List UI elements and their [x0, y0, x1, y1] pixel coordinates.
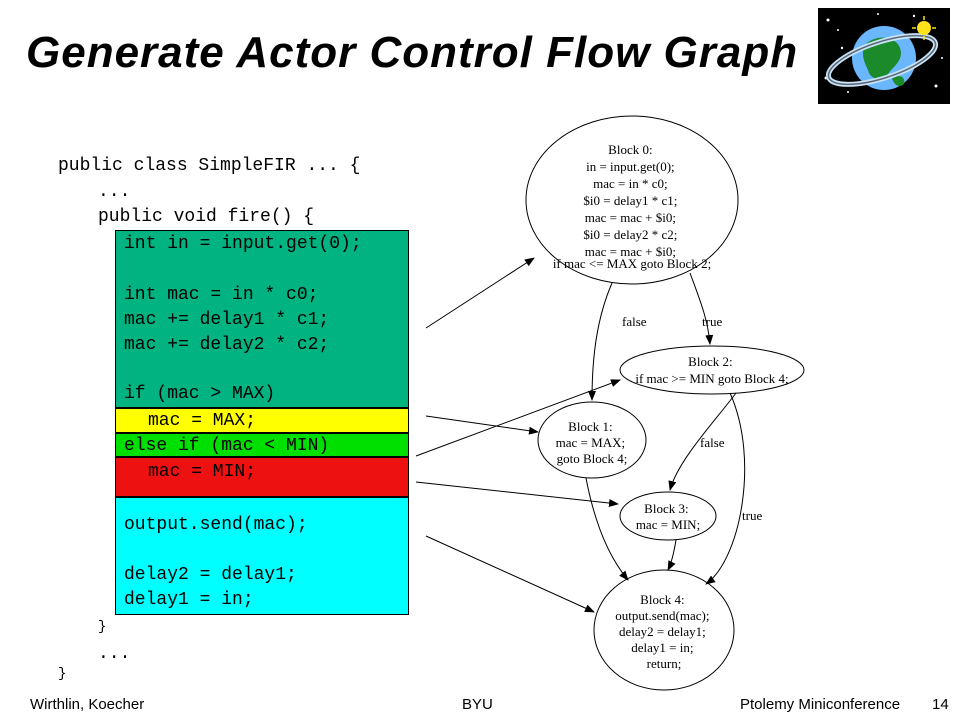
- code-line: delay1 = in;: [124, 590, 254, 610]
- block0-line: Block 0:: [608, 142, 652, 157]
- map-arrow-block3: [415, 481, 619, 508]
- block3-line: mac = MIN;: [636, 517, 700, 532]
- block0-line: if mac <= MAX goto Block 2;: [553, 256, 711, 271]
- code-line-class: public class SimpleFIR ... {: [58, 156, 361, 176]
- map-arrow-block2: [415, 379, 621, 457]
- block0-line: mac = mac + $i0;: [585, 244, 676, 259]
- code-line: delay2 = delay1;: [124, 565, 297, 585]
- block0-line: in = input.get(0);: [586, 159, 675, 174]
- code-block-cyan: output.send(mac); delay2 = delay1; delay…: [115, 497, 409, 615]
- block4-line: return;: [647, 656, 682, 671]
- block4-line: delay1 = in;: [631, 640, 693, 655]
- code-line: mac += delay2 * c2;: [124, 335, 330, 355]
- code-block-red: mac = MIN;: [115, 457, 409, 497]
- code-line: if (mac > MAX): [124, 384, 276, 404]
- map-arrow-block4: [425, 535, 595, 613]
- code-line: int in = input.get(0);: [124, 234, 362, 254]
- footer-event: Ptolemy Miniconference: [740, 696, 901, 713]
- block2-line: if mac >= MIN goto Block 4;: [635, 371, 788, 386]
- globe-orbit-logo-icon: [818, 8, 950, 104]
- block4-line: output.send(mac);: [615, 608, 709, 623]
- cfg-block-4: [593, 569, 735, 691]
- block0-line: mac = in * c0;: [593, 176, 667, 191]
- footer-org: BYU: [462, 696, 493, 713]
- block1-line: Block 1:: [568, 419, 612, 434]
- edge-label-b0-false: false: [622, 314, 647, 329]
- code-block-green: int in = input.get(0); int mac = in * c0…: [115, 230, 409, 408]
- block2-text: Block 2: if mac >= MIN goto Block 4;: [635, 354, 788, 386]
- edge-b3-b4: [667, 539, 677, 571]
- edge-label-b2-true: true: [742, 508, 762, 523]
- cfg-block-1: [537, 401, 647, 479]
- block0-line: $i0 = delay2 * c2;: [583, 227, 677, 242]
- cfg-block-3: [619, 491, 717, 541]
- code-line: else if (mac < MIN): [124, 436, 330, 456]
- edge-label-b2-false: false: [700, 435, 725, 450]
- footer-page-number: 14: [932, 696, 949, 713]
- block0-line: mac = mac + $i0;: [585, 210, 676, 225]
- edge-b2-b3-false: [668, 392, 737, 491]
- block4-text: Block 4: output.send(mac); delay2 = dela…: [615, 592, 712, 671]
- slide-title: Generate Actor Control Flow Graph: [26, 28, 799, 77]
- code-line-close-inner: }: [98, 619, 107, 635]
- code-line-fire: public void fire() {: [98, 207, 315, 227]
- edge-b0-b2-true: [689, 272, 714, 345]
- block2-line: Block 2:: [688, 354, 732, 369]
- edge-b0-b1-false: [588, 282, 613, 401]
- footer-authors: Wirthlin, Koecher: [30, 696, 145, 713]
- map-arrow-block1: [425, 415, 539, 435]
- code-line-close-outer: }: [58, 666, 67, 682]
- block4-line: delay2 = delay1;: [619, 624, 706, 639]
- code-line-ellipsis: ...: [98, 182, 131, 202]
- block1-line: mac = MAX;: [556, 435, 625, 450]
- code-line: mac += delay1 * c1;: [124, 310, 330, 330]
- edge-label-b0-true: true: [702, 314, 722, 329]
- cfg-block-0: [525, 115, 739, 285]
- block4-line: Block 4:: [640, 592, 684, 607]
- code-block-lime: else if (mac < MIN): [115, 433, 409, 457]
- block1-text: Block 1: mac = MAX; goto Block 4;: [556, 419, 629, 466]
- block3-text: Block 3: mac = MIN;: [636, 501, 700, 532]
- block0-line: $i0 = delay1 * c1;: [583, 193, 677, 208]
- code-line: mac = MAX;: [148, 411, 257, 431]
- edge-b2-b4-true: [705, 392, 746, 585]
- cfg-block-2: [619, 345, 805, 395]
- block3-line: Block 3:: [644, 501, 688, 516]
- code-line: int mac = in * c0;: [124, 285, 319, 305]
- edge-b1-b4: [585, 477, 629, 581]
- code-line-ellipsis-2: ...: [98, 644, 131, 664]
- block0-text: Block 0: in = input.get(0); mac = in * c…: [553, 142, 711, 271]
- block1-line: goto Block 4;: [557, 451, 628, 466]
- map-arrow-block0: [425, 257, 535, 329]
- code-line: mac = MIN;: [148, 462, 257, 482]
- code-line: output.send(mac);: [124, 515, 308, 535]
- code-block-yellow: mac = MAX;: [115, 408, 409, 433]
